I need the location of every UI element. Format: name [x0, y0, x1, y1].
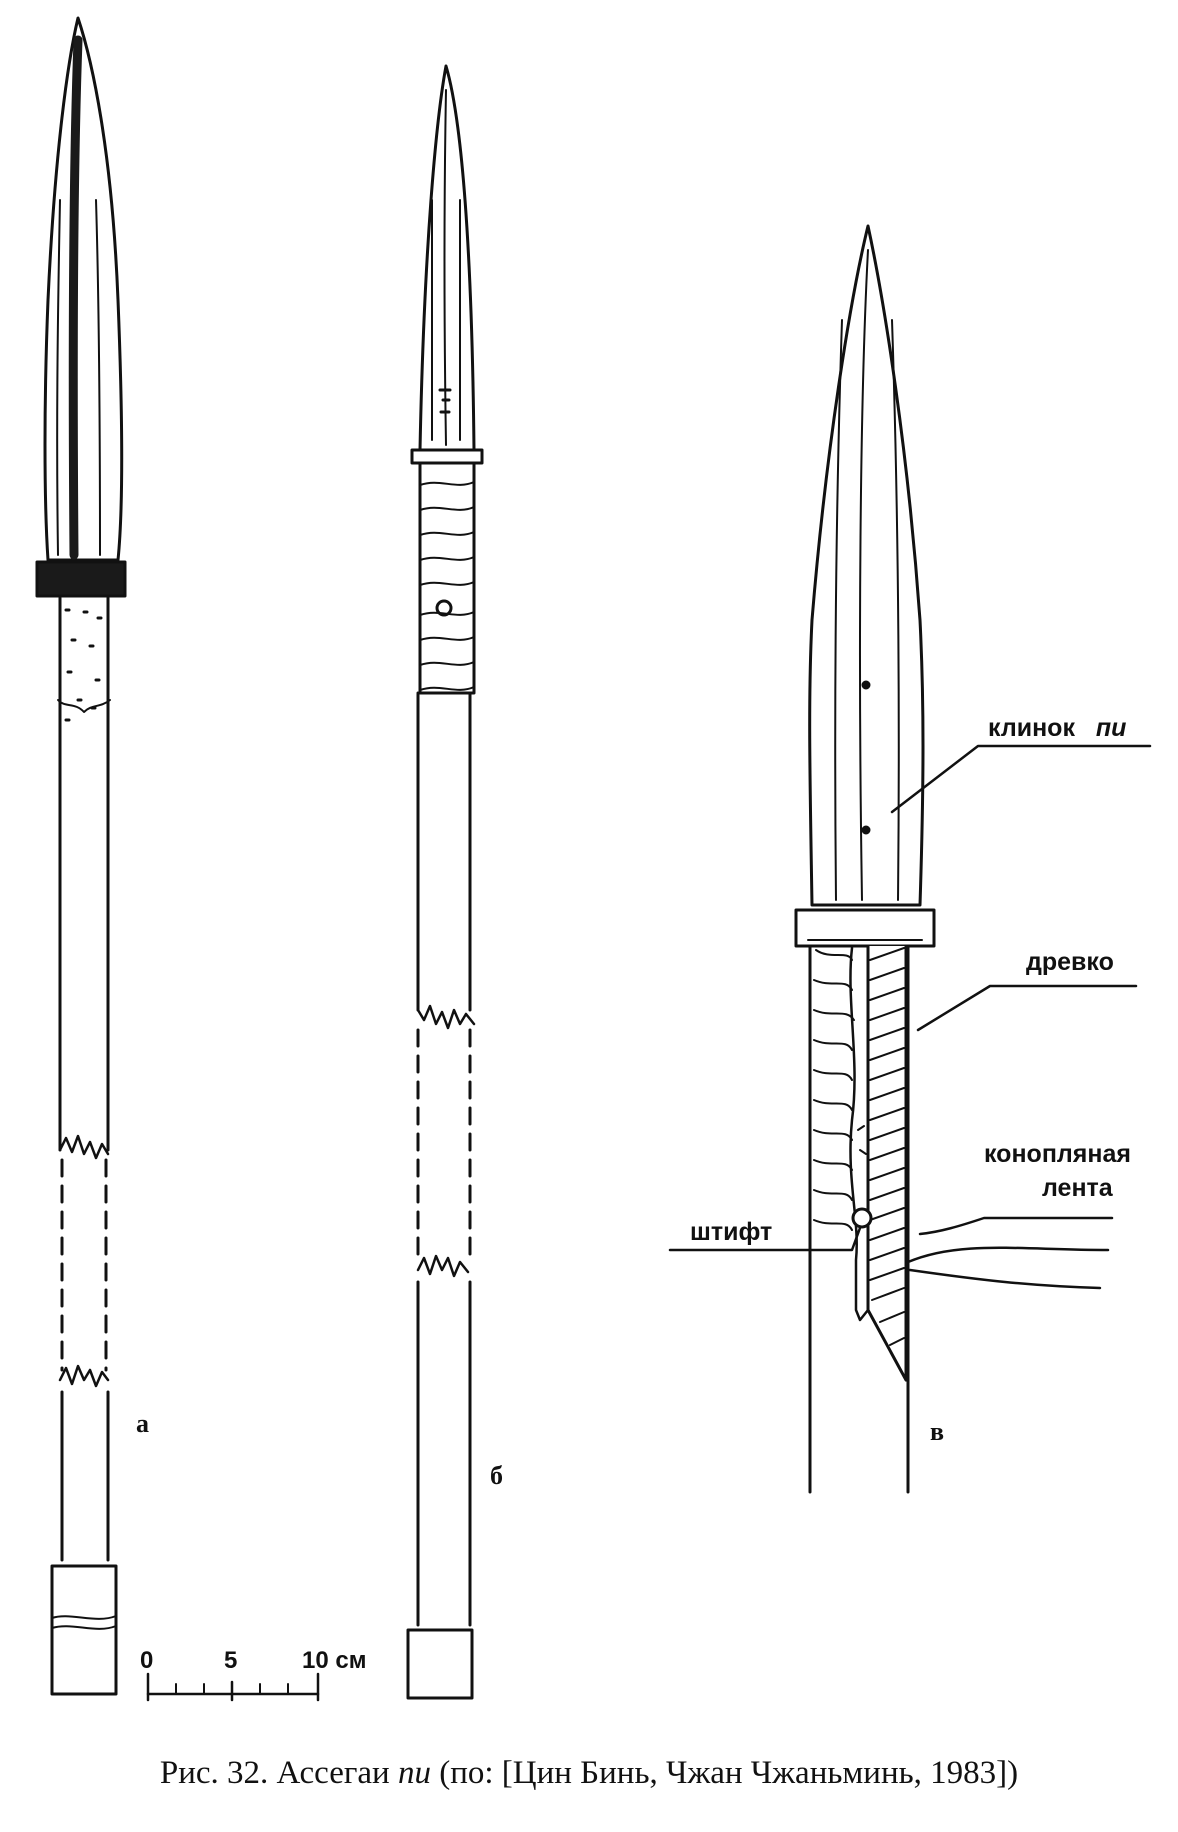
leader-pin [668, 1226, 862, 1252]
leader-tape-1 [918, 1216, 1114, 1236]
spear-b-missing-section [416, 1028, 472, 1262]
caption-suffix: (по: [Цин Бинь, Чжан Чжаньминь, 1983]) [430, 1755, 1019, 1791]
spear-c [794, 224, 936, 1494]
label-blade: клинок пи [988, 714, 1126, 742]
label-blade-word: клинок [988, 714, 1075, 742]
spear-b-shaft-upper [416, 691, 472, 1012]
spear-c-shaft [808, 944, 910, 1494]
spear-a-blade [43, 16, 124, 562]
spear-b [406, 64, 484, 1700]
spear-a-blade-midrib [68, 35, 83, 560]
spear-b-break-lower [416, 1254, 470, 1278]
spear-b-blade-midrib [443, 89, 447, 446]
leader-shaft [916, 984, 1138, 1032]
label-tape-line1: конопляная [984, 1140, 1131, 1168]
label-tape-line2: лента [1042, 1174, 1114, 1202]
spear-b-break-upper [416, 1004, 476, 1030]
spear-b-collar [410, 448, 484, 465]
spear-b-blade [418, 64, 476, 452]
spear-c-shaft-hatching [869, 947, 905, 1346]
spear-c-hemp-tape [813, 949, 855, 1231]
spear-a-missing-section [60, 1158, 108, 1372]
spear-c-tang [849, 946, 870, 1322]
spear-c-letter: в [930, 1417, 944, 1446]
spear-c-blade [808, 224, 925, 907]
scale-label-10: 10 см [302, 1647, 366, 1674]
spear-b-butt-cap [406, 1628, 474, 1700]
spear-b-pin-hole [435, 599, 453, 617]
label-shaft: древко [1026, 948, 1114, 976]
scale-bar [146, 1672, 320, 1702]
scale-label-0: 0 [140, 1647, 153, 1674]
spear-b-wrapped-section [418, 461, 476, 695]
spear-c-blade-midrib [859, 249, 869, 901]
label-pin: штифт [690, 1218, 772, 1246]
spear-c-pin [851, 1207, 873, 1229]
spear-a-break-upper [58, 1134, 110, 1160]
callout-leaders [668, 744, 1152, 1290]
scale-label-5: 5 [224, 1647, 237, 1674]
caption-prefix: Рис. 32. Ассегаи [159, 1755, 398, 1791]
figure-caption: Рис. 32. Ассегаи пи (по: [Цин Бинь, Чжан… [0, 1755, 1178, 1792]
spear-a-shaft-upper [58, 596, 110, 1152]
spear-a-break-lower [58, 1364, 110, 1388]
spear-b-letter: б [490, 1461, 503, 1490]
caption-term: пи [397, 1755, 431, 1791]
leader-tape-2 [906, 1246, 1110, 1264]
spear-a-collar [35, 560, 127, 598]
spear-a-letter: а [136, 1409, 149, 1438]
leader-tape-3 [908, 1268, 1102, 1290]
label-blade-term: пи [1096, 714, 1127, 742]
spear-a-butt-cap [50, 1564, 118, 1696]
spear-a [35, 16, 127, 1696]
leader-blade [890, 744, 1152, 814]
